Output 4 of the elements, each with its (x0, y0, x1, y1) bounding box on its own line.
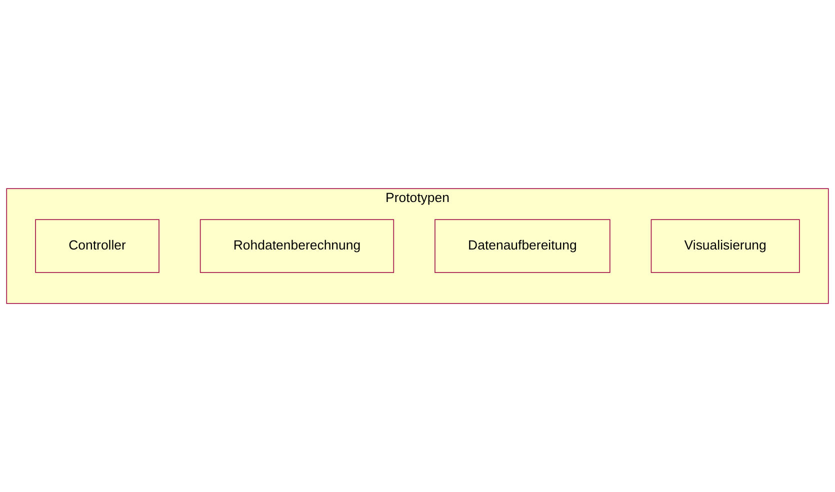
node-box: Rohdatenberechnung (200, 219, 394, 273)
node-box: Datenaufbereitung (434, 219, 610, 273)
node-box: Controller (35, 219, 160, 273)
node-box: Visualisierung (650, 219, 800, 273)
